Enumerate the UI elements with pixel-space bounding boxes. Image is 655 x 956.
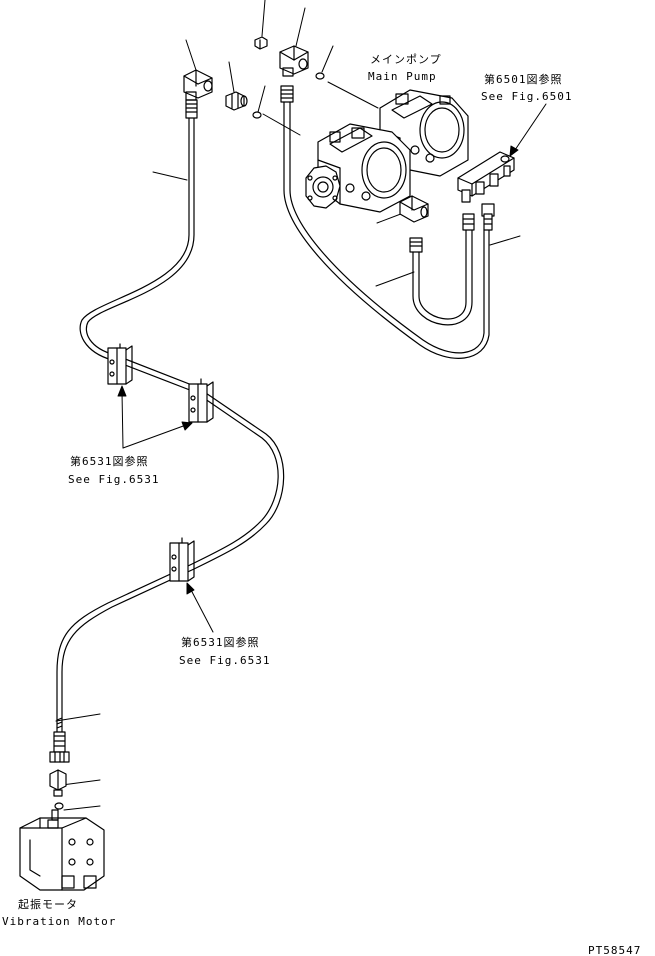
leader-lines: [56, 0, 520, 810]
drawing-number: PT58547: [588, 944, 642, 956]
main-pump-label-jp: メインポンプ: [370, 53, 442, 66]
manifold-block: [458, 152, 514, 202]
main-pump-label-en: Main Pump: [368, 70, 437, 83]
fig6531-label-a-en: See Fig.6531: [68, 473, 160, 486]
fig6531-label-b-en: See Fig.6531: [179, 654, 271, 667]
clamp-3: [170, 538, 194, 581]
clamps: [108, 344, 213, 581]
fig6501-label-jp: 第6501図参照: [484, 73, 563, 86]
clamp-1: [108, 344, 132, 384]
pump-elbow-fitting: [400, 196, 428, 222]
main-pump: [306, 90, 468, 212]
fig6531-label-b-jp: 第6531図参照: [181, 636, 260, 649]
fig6501-label-en: See Fig.6501: [481, 90, 573, 103]
reference-arrows: [118, 104, 546, 632]
clamp-2: [189, 379, 213, 422]
short-hose: [410, 214, 474, 325]
return-hose: [281, 86, 494, 358]
top-fittings: [184, 37, 324, 118]
vibration-motor-label-en: Vibration Motor: [2, 915, 117, 928]
fig6531-label-a-jp: 第6531図参照: [70, 455, 149, 468]
vibration-motor-label-jp: 起振モータ: [18, 898, 78, 911]
vibration-motor: [20, 770, 104, 890]
